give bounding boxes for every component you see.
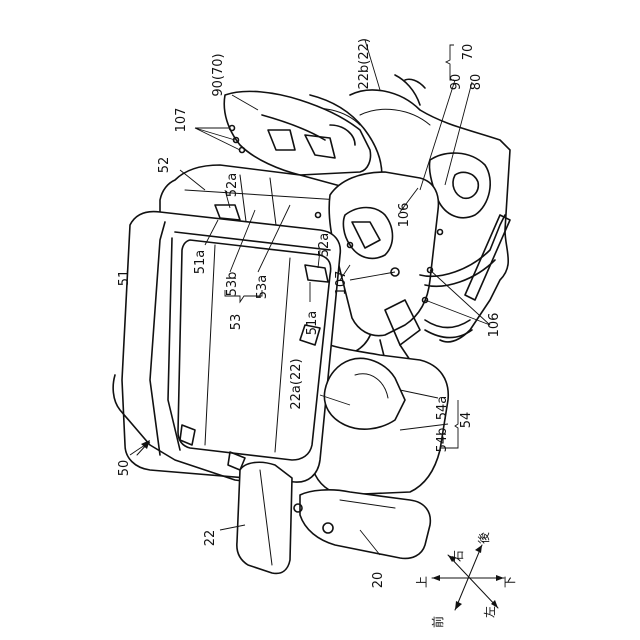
label-51a-mid: 51a <box>305 311 320 336</box>
right-bracket-106 <box>314 171 511 361</box>
label-54b: 54b <box>435 428 450 453</box>
label-52: 52 <box>157 157 172 174</box>
dir-left: 左 <box>482 606 497 618</box>
label-53b: 53b <box>225 272 240 297</box>
direction-labels: 右 後 上 下 前 左 <box>415 532 517 628</box>
dir-rear: 後 <box>477 532 491 544</box>
label-51: 51 <box>117 270 132 287</box>
label-90-70: 90(70) <box>211 53 226 96</box>
dir-right: 右 <box>450 550 465 562</box>
label-22b: 22b(22) <box>357 38 372 89</box>
dir-front: 前 <box>430 616 445 628</box>
label-80: 80 <box>469 74 484 91</box>
outlet-duct-22a <box>323 357 406 430</box>
label-106-lower: 106 <box>487 313 502 338</box>
filter-element-51 <box>112 204 342 483</box>
label-20: 20 <box>371 572 386 589</box>
reference-labels: 22b(22) 70 90 80 90(70) 107 52 52a 51a 5… <box>117 38 502 588</box>
label-107-top: 107 <box>174 108 189 133</box>
label-52a-mid: 52a <box>317 233 332 258</box>
label-50: 50 <box>117 460 132 477</box>
label-90: 90 <box>449 74 464 91</box>
leader-lines <box>129 39 491 556</box>
dir-up: 上 <box>415 576 429 588</box>
label-54a: 54a <box>435 396 450 421</box>
label-53a: 53a <box>255 275 270 300</box>
label-51a-top: 51a <box>193 250 208 275</box>
direction-indicator <box>431 544 505 611</box>
label-54: 54 <box>459 412 474 429</box>
label-106-upper: 106 <box>397 203 412 228</box>
front-duct-22 <box>236 461 293 575</box>
label-22: 22 <box>203 530 218 547</box>
label-70: 70 <box>461 44 476 61</box>
lower-housing-20 <box>293 489 432 560</box>
label-52a-top: 52a <box>225 173 240 198</box>
arrow-50 <box>136 440 150 456</box>
label-22a: 22a(22) <box>289 358 304 409</box>
label-53: 53 <box>229 314 244 331</box>
intake-duct-90 <box>223 90 372 176</box>
dir-down: 下 <box>503 576 517 588</box>
label-107-mid: 107 <box>334 271 349 296</box>
